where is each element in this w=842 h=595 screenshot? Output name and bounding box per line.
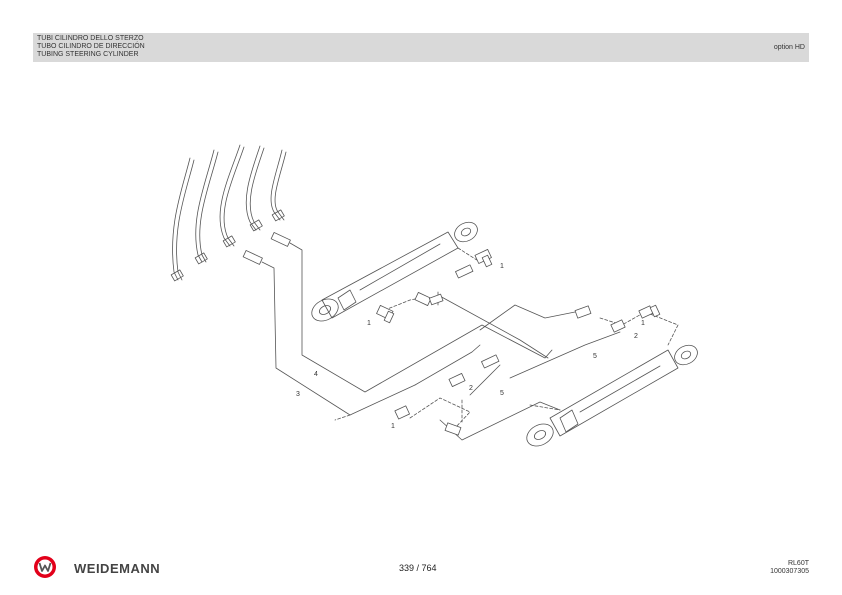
title-italian: TUBI CILINDRO DELLO STERZO	[37, 35, 144, 42]
steering-cylinder-lower	[526, 344, 698, 447]
callout-2-center: 2	[469, 385, 473, 392]
callout-1-left: 1	[367, 320, 371, 327]
model-info: RL60T 1000307305	[770, 560, 809, 576]
header-titles: TUBI CILINDRO DELLO STERZO TUBO CILINDRO…	[37, 35, 145, 59]
callout-1-upper: 1	[500, 263, 504, 270]
callout-4: 4	[314, 371, 318, 378]
callout-5-center: 5	[500, 390, 504, 397]
callout-5-right: 5	[593, 353, 597, 360]
steering-cylinder-upper	[311, 221, 478, 322]
document-number: 1000307305	[770, 568, 809, 575]
fittings	[376, 249, 661, 436]
brand-name: WEIDEMANN	[74, 561, 161, 576]
callout-2-right: 2	[634, 333, 638, 340]
option-label: option HD	[773, 44, 805, 51]
weidemann-logo-icon	[34, 556, 56, 578]
callout-labels: 1 1 1 1 2 2 3 4 5 5	[296, 263, 645, 430]
title-english: TUBING STEERING CYLINDER	[37, 51, 139, 58]
callout-1-right: 1	[641, 320, 645, 327]
page-number: 339 / 764	[399, 563, 437, 573]
callout-1-lower: 1	[391, 423, 395, 430]
hose-ends	[170, 144, 291, 282]
page-header: TUBI CILINDRO DELLO STERZO TUBO CILINDRO…	[33, 33, 809, 62]
title-spanish: TUBO CILINDRO DE DIRECCIÓN	[37, 43, 145, 50]
model-code: RL60T	[787, 560, 809, 567]
callout-3: 3	[296, 391, 300, 398]
tubing-lines	[261, 242, 621, 441]
